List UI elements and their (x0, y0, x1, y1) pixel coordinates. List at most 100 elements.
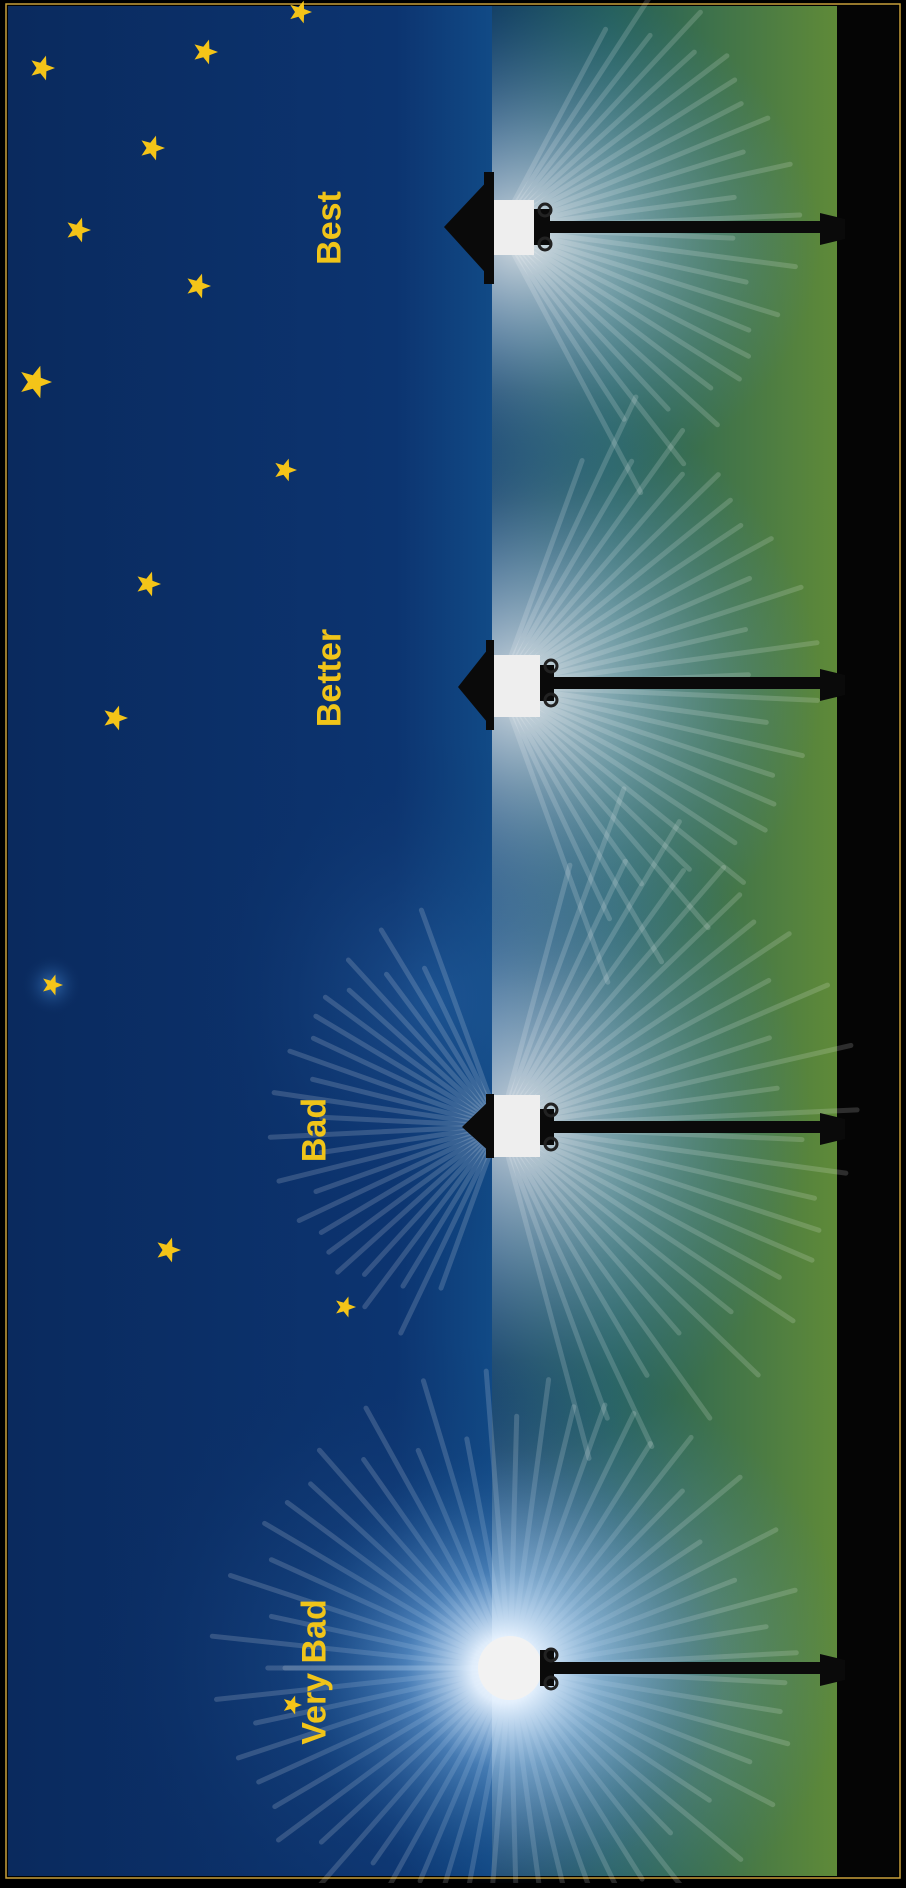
light-ray (497, 683, 777, 807)
light-ray (313, 1123, 503, 1194)
star-icon (194, 39, 218, 65)
light-ray (326, 1123, 503, 1255)
light-ray (497, 865, 727, 1129)
star-icon (31, 55, 55, 81)
light-ray (497, 683, 644, 887)
lamp-post-very-bad (540, 1647, 845, 1691)
light-ray (322, 994, 503, 1129)
lamp-post-bad (538, 1102, 845, 1152)
light-ray (497, 1123, 713, 1421)
light-ray (497, 9, 703, 231)
light-ray (497, 0, 651, 231)
light-ray (271, 1090, 503, 1129)
ground-pool-best (492, 6, 820, 500)
light-ray (497, 428, 686, 689)
light-ray (497, 683, 711, 931)
light-ray (497, 225, 644, 496)
label-bad: Bad (295, 1097, 334, 1163)
light-ray (497, 394, 639, 689)
light-ray (497, 1123, 761, 1378)
light-ray (497, 458, 585, 689)
light-ray (497, 1123, 815, 1263)
light-ray (497, 225, 742, 382)
light-ray (318, 1123, 503, 1235)
light-ray (497, 225, 720, 428)
light-ray (497, 683, 612, 922)
star-icon (137, 571, 161, 597)
light-ray (497, 53, 730, 231)
light-ray (267, 1123, 503, 1140)
star-icon (43, 974, 63, 996)
globe-lamp (478, 1636, 542, 1700)
light-ray (400, 1123, 503, 1289)
lamp-post-better (538, 658, 845, 708)
light-ray (276, 1123, 503, 1184)
light-ray (497, 1042, 854, 1129)
lamp-posts (532, 202, 845, 1691)
label-best: Best (310, 191, 349, 265)
light-ray (310, 1076, 503, 1129)
label-better: Better (310, 628, 349, 728)
light-ray (362, 1123, 503, 1277)
light-ray (497, 919, 757, 1129)
light-ray (497, 1123, 782, 1280)
light-ray (497, 471, 685, 689)
light-ray (497, 683, 665, 965)
light-ray (497, 225, 752, 333)
light-ray (497, 977, 772, 1129)
light-ray (497, 683, 768, 833)
fixture-bad (462, 1094, 540, 1158)
light-ray (497, 32, 653, 231)
label-very-bad: Very Bad (295, 1599, 334, 1745)
light-ray (384, 971, 503, 1129)
star-icon (290, 0, 312, 24)
lamp-post-best (532, 202, 845, 252)
light-ray (497, 1123, 682, 1336)
star-icon (157, 1237, 181, 1263)
light-ray (346, 987, 503, 1129)
light-ray (497, 1123, 849, 1176)
light-ray (310, 1035, 503, 1129)
stars (21, 0, 356, 1715)
star-icon (67, 217, 91, 243)
light-ray (497, 683, 611, 985)
light-ray (497, 931, 792, 1129)
light-ray (497, 77, 738, 231)
light-ray (497, 26, 609, 231)
light-ray (497, 819, 682, 1129)
light-ray (296, 1123, 503, 1223)
light-ray (497, 786, 627, 1129)
light-ray (335, 1123, 503, 1275)
light-ray (497, 458, 635, 689)
fixture-best (444, 172, 534, 284)
light-ray (345, 957, 503, 1129)
ground-pool-better (492, 390, 820, 990)
light-ray (497, 892, 743, 1129)
light-ray (497, 1123, 610, 1421)
light-ray (378, 927, 503, 1129)
light-ray (497, 472, 721, 689)
light-ray (497, 1123, 650, 1378)
star-icon (21, 365, 52, 399)
pavement (837, 6, 898, 1876)
light-ray (497, 868, 686, 1129)
star-icon (275, 458, 297, 482)
fixture-better (458, 640, 540, 730)
light-ray (398, 1123, 503, 1336)
light-ray (497, 522, 744, 689)
light-ray (497, 225, 714, 391)
light-ray (497, 862, 573, 1129)
light-ray (497, 858, 628, 1129)
light-ray (362, 1123, 503, 1310)
light-ray (497, 225, 687, 467)
fixture-heads (444, 172, 540, 1158)
light-ray (497, 982, 830, 1129)
star-icon (283, 1695, 302, 1715)
star-icon (187, 273, 211, 299)
light-ray (497, 1123, 592, 1461)
light-ray (497, 225, 671, 412)
light-ray (313, 1013, 503, 1129)
star-icon (336, 1296, 356, 1318)
